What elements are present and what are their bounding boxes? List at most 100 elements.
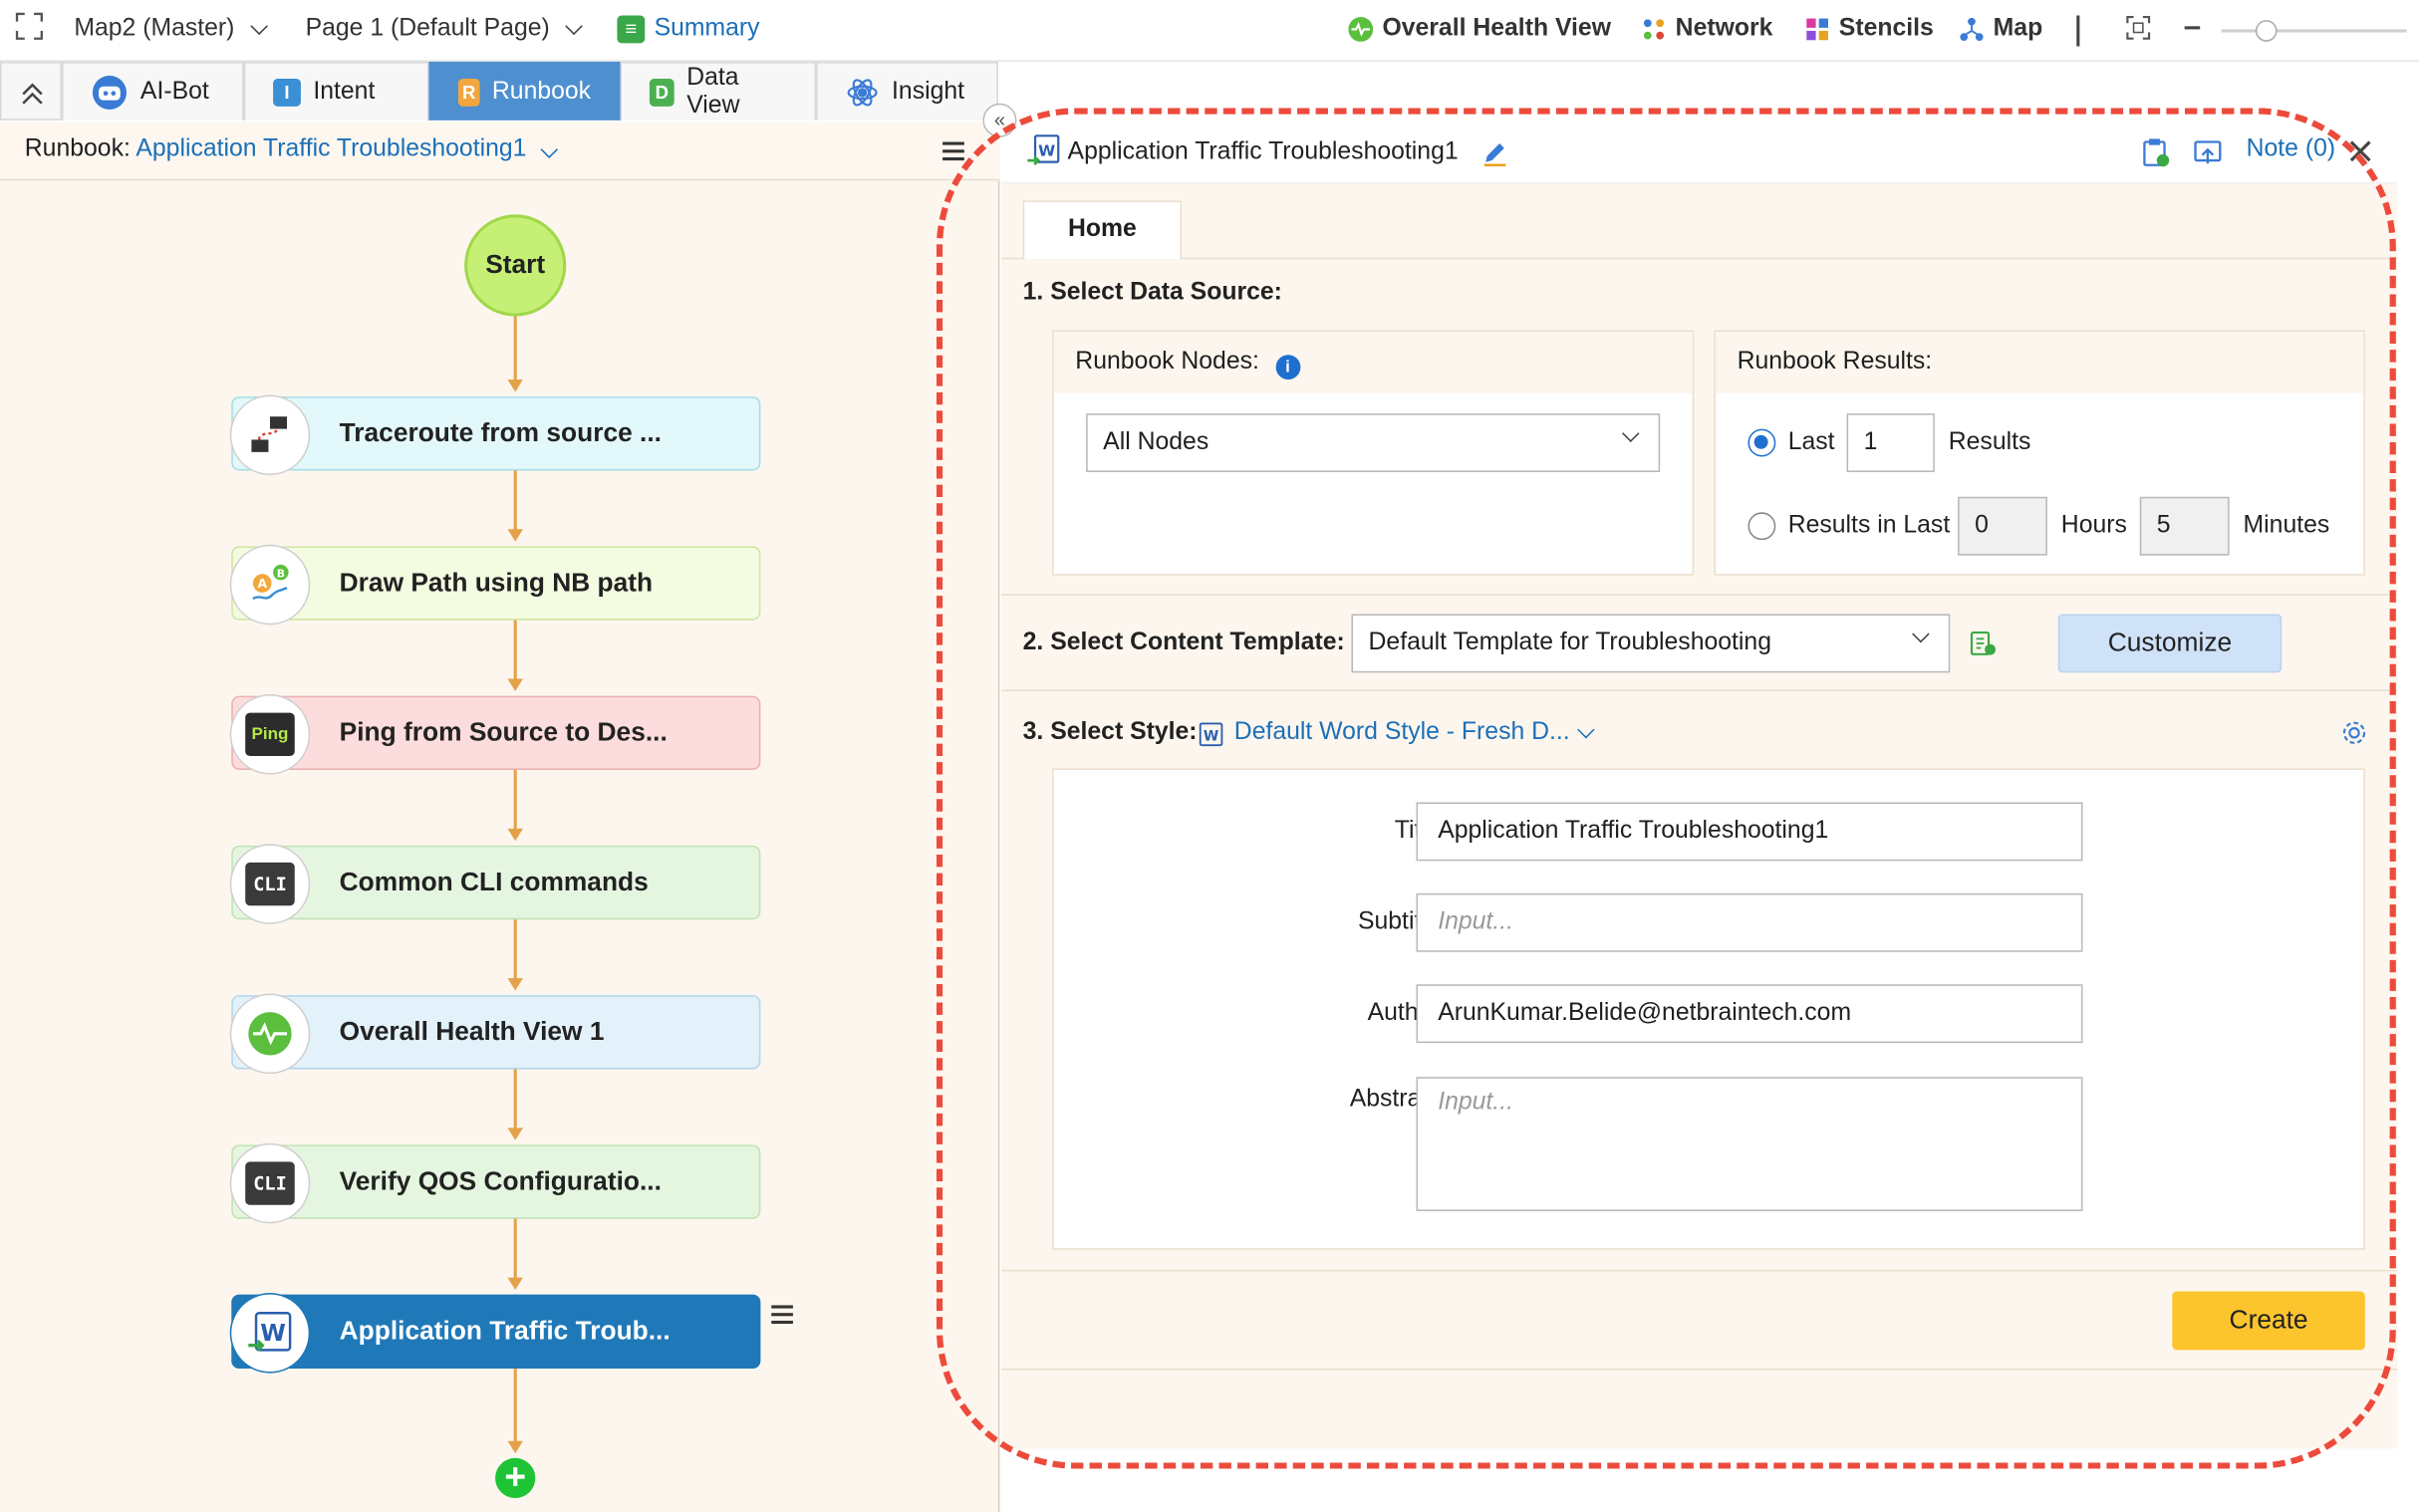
- chevron-down-icon: [1912, 625, 1930, 643]
- tab-insight[interactable]: Insight: [816, 61, 998, 121]
- runbook-node-ping[interactable]: Ping Ping from Source to Des...: [229, 694, 761, 775]
- style-fields-box: Title: Application Traffic Troubleshooti…: [1052, 768, 2365, 1250]
- collapse-panel-button[interactable]: [0, 61, 62, 121]
- style-value: Default Word Style - Fresh D...: [1233, 718, 1570, 746]
- map-button[interactable]: Map: [1960, 15, 2042, 43]
- node-label: Overall Health View 1: [339, 1016, 605, 1047]
- runbook-node-cli-commands[interactable]: CLI Common CLI commands: [229, 844, 761, 924]
- map-selector[interactable]: Map2 (Master): [74, 15, 268, 43]
- toolbar-divider: [2076, 15, 2080, 47]
- section-content-template-label: 2. Select Content Template:: [1022, 629, 1345, 656]
- runbook-nodes-label: Runbook Nodes:: [1075, 349, 1259, 376]
- overall-health-view-button[interactable]: Overall Health View: [1348, 15, 1611, 43]
- stencils-icon: [1806, 18, 1828, 41]
- results-in-last-radio[interactable]: [1747, 512, 1776, 541]
- tab-runbook[interactable]: R Runbook: [428, 61, 621, 121]
- summary-button[interactable]: ≡ Summary: [617, 15, 760, 44]
- runbook-name-selector[interactable]: Application Traffic Troubleshooting1: [135, 135, 527, 162]
- tab-data-view[interactable]: D Data View: [620, 61, 817, 121]
- flow-connector: [513, 768, 517, 836]
- close-icon[interactable]: [2348, 138, 2373, 171]
- tab-home[interactable]: Home: [1022, 200, 1183, 260]
- abstract-textarea[interactable]: Input...: [1416, 1077, 2083, 1211]
- last-label: Last: [1787, 428, 1835, 455]
- traceroute-icon: [229, 394, 311, 476]
- flow-connector: [513, 917, 517, 985]
- panel-header: W Application Traffic Troubleshooting1 N…: [1000, 122, 2398, 184]
- author-input[interactable]: ArunKumar.Belide@netbraintech.com: [1416, 984, 2083, 1044]
- flow-connector: [513, 468, 517, 536]
- runbook-node-health-view[interactable]: Overall Health View 1: [229, 993, 761, 1075]
- node-label: Application Traffic Troub...: [339, 1316, 671, 1346]
- template-preview-icon[interactable]: [1969, 630, 1997, 665]
- node-menu-icon[interactable]: [771, 1305, 793, 1325]
- zoom-slider[interactable]: [2221, 29, 2407, 33]
- runbook-menu-icon[interactable]: [942, 141, 964, 161]
- section-style-label: 3. Select Style:: [1022, 718, 1198, 746]
- results-in-last-label: Results in Last: [1787, 512, 1951, 539]
- info-icon[interactable]: i: [1275, 355, 1300, 380]
- author-input-value: ArunKumar.Belide@netbraintech.com: [1438, 999, 1852, 1027]
- style-selector[interactable]: Default Word Style - Fresh D...: [1233, 718, 1594, 747]
- collapse-left-pane-button[interactable]: «: [982, 103, 1017, 137]
- flow-connector: [513, 619, 517, 685]
- ping-icon: Ping: [229, 694, 311, 775]
- network-button[interactable]: Network: [1642, 15, 1772, 43]
- export-icon[interactable]: [2192, 137, 2223, 176]
- runbook-header: Runbook: Application Traffic Troubleshoo…: [0, 122, 1000, 181]
- create-button[interactable]: Create: [2172, 1291, 2365, 1351]
- edit-pencil-icon[interactable]: [1481, 138, 1509, 174]
- flow-connector: [513, 1367, 517, 1447]
- word-icon: W: [1026, 134, 1060, 176]
- content-template-dropdown[interactable]: Default Template for Troubleshooting: [1351, 614, 1951, 673]
- svg-text:A: A: [257, 576, 267, 591]
- section-divider: [1000, 1368, 2398, 1371]
- svg-text:W: W: [260, 1320, 286, 1347]
- runbook-nodes-dropdown[interactable]: All Nodes: [1086, 413, 1661, 472]
- template-icon[interactable]: [2140, 137, 2171, 176]
- tab-data-view-label: Data View: [686, 64, 740, 119]
- hours-input[interactable]: 0: [1958, 496, 2047, 556]
- title-input[interactable]: Application Traffic Troubleshooting1: [1416, 802, 2083, 862]
- overall-health-view-label: Overall Health View: [1382, 15, 1611, 42]
- subtitle-input[interactable]: Input...: [1416, 892, 2083, 952]
- tab-intent[interactable]: I Intent: [243, 61, 429, 121]
- add-node-button[interactable]: +: [495, 1458, 536, 1499]
- top-toolbar: Map2 (Master) Page 1 (Default Page) ≡ Su…: [0, 0, 2419, 62]
- last-results-radio[interactable]: [1747, 428, 1776, 457]
- content-template-value: Default Template for Troubleshooting: [1368, 629, 1771, 656]
- note-link[interactable]: Note (0): [2246, 135, 2336, 162]
- chevron-down-icon[interactable]: [540, 140, 558, 159]
- flow-arrow: [507, 828, 523, 842]
- section-divider: [1000, 1269, 2398, 1272]
- start-node[interactable]: Start: [464, 214, 567, 317]
- fit-view-icon[interactable]: [2126, 15, 2151, 48]
- tab-ai-bot[interactable]: AI-Bot: [61, 61, 244, 121]
- gear-icon[interactable]: [2340, 719, 2368, 755]
- flow-arrow: [507, 1128, 523, 1140]
- page-selector[interactable]: Page 1 (Default Page): [306, 15, 584, 43]
- flow-arrow: [507, 529, 523, 542]
- tab-runbook-label: Runbook: [491, 78, 592, 105]
- network-icon: [1643, 19, 1665, 40]
- runbook-node-app-traffic[interactable]: W Application Traffic Troub...: [229, 1293, 761, 1374]
- zoom-slider-thumb[interactable]: [2255, 20, 2278, 42]
- cli-icon-text: CLI: [245, 862, 295, 906]
- node-label: Common CLI commands: [339, 867, 649, 896]
- stencils-button[interactable]: Stencils: [1805, 15, 1934, 43]
- health-icon: [229, 993, 311, 1075]
- last-results-input[interactable]: 1: [1846, 413, 1935, 472]
- runbook-node-verify-qos[interactable]: CLI Verify QOS Configuratio...: [229, 1142, 761, 1224]
- zoom-out-icon[interactable]: [2184, 26, 2201, 30]
- panel-body: Home 1. Select Data Source: Runbook Node…: [1000, 183, 2398, 1449]
- fullscreen-icon[interactable]: [15, 12, 43, 40]
- runbook-node-traceroute[interactable]: Traceroute from source ...: [229, 394, 761, 476]
- stencils-label: Stencils: [1838, 15, 1934, 42]
- chevron-down-icon: [565, 17, 584, 36]
- minutes-input[interactable]: 5: [2139, 496, 2230, 556]
- runbook-flow-pane: Runbook: Application Traffic Troubleshoo…: [0, 122, 1000, 1512]
- data-view-icon: D: [649, 78, 674, 107]
- customize-button[interactable]: Customize: [2057, 614, 2283, 673]
